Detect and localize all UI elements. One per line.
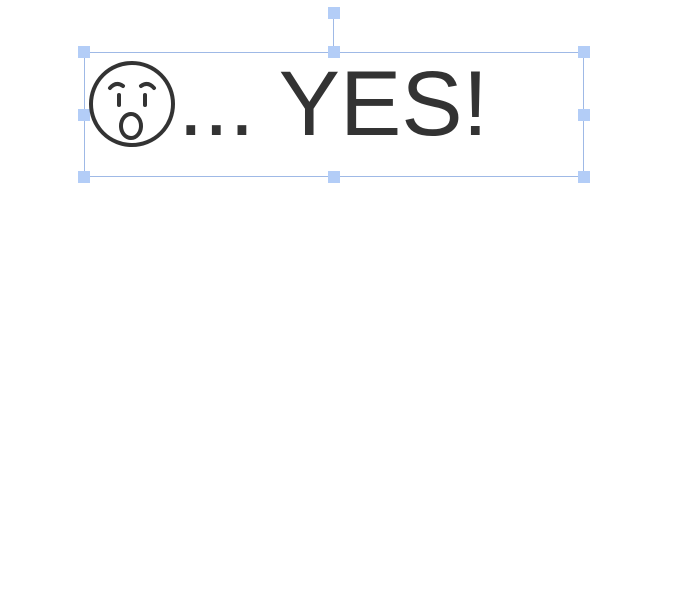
resize-handle-bottom-middle[interactable] — [328, 171, 340, 183]
astonished-face-icon — [89, 61, 175, 147]
resize-handle-middle-left[interactable] — [78, 109, 90, 121]
rotate-handle[interactable] — [328, 7, 340, 19]
resize-handle-bottom-right[interactable] — [578, 171, 590, 183]
selected-text-box[interactable]: ... YES! — [88, 58, 488, 150]
rotation-connector-line — [333, 18, 334, 52]
resize-handle-top-middle[interactable] — [328, 46, 340, 58]
resize-handle-top-left[interactable] — [78, 46, 90, 58]
text-box-content: ... YES! — [178, 53, 489, 155]
resize-handle-top-right[interactable] — [578, 46, 590, 58]
resize-handle-bottom-left[interactable] — [78, 171, 90, 183]
resize-handle-middle-right[interactable] — [578, 109, 590, 121]
